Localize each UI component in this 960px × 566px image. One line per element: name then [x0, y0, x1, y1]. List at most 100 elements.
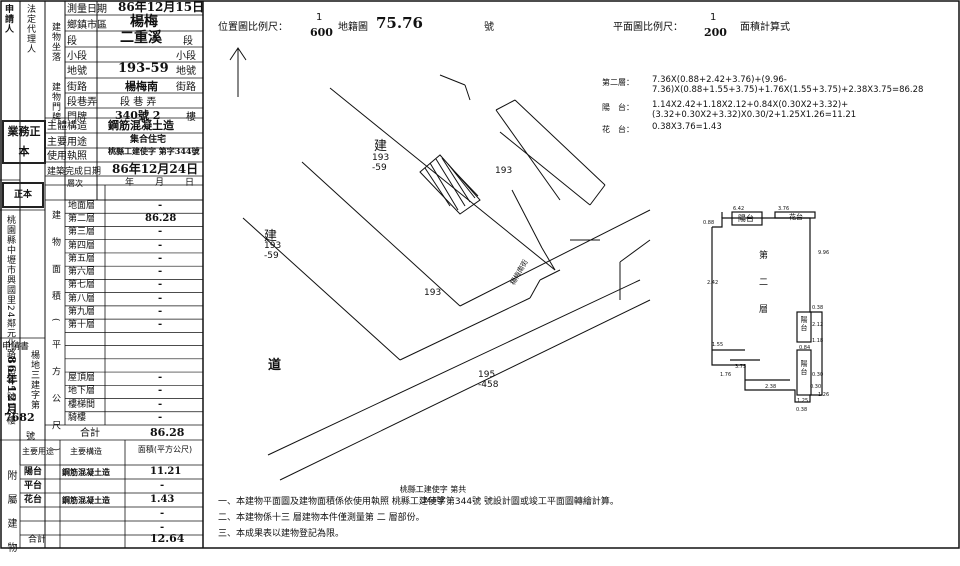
plan-dimension: 0.84: [799, 345, 811, 351]
floor-row-name: 第九層: [68, 306, 96, 317]
map-label-parcel-3: 193 -59: [264, 241, 282, 261]
street-suffix: 街路: [176, 82, 196, 93]
plan-flower: 花台: [789, 213, 803, 221]
calc-label: 陽 台：: [602, 103, 634, 112]
note-line: 二、本建物係十三 層建物本件僅測量第 二 層部份。: [218, 513, 425, 523]
annex-row-area: -: [160, 508, 165, 519]
section-value: 二重溪: [120, 30, 162, 46]
plan-balcony-mid: 陽台: [800, 316, 808, 332]
floor-row-name: 屋頂層: [68, 373, 96, 384]
official-stamp: 業務正本: [2, 120, 46, 164]
application-label: 申請書: [2, 342, 30, 352]
applicant-label: 申請人: [3, 4, 13, 34]
plan-dimension: 1.26: [818, 392, 830, 398]
floor-row-area: -: [158, 372, 163, 384]
section-label: 段: [67, 36, 77, 47]
floor-row-area: -: [158, 279, 163, 291]
floor-row-area: -: [158, 200, 163, 211]
floor-row-name: 樓梯間: [68, 399, 96, 410]
floor-row-area: -: [158, 385, 163, 397]
floor-row-name: 第二層: [68, 214, 96, 225]
floor-row-area: -: [158, 252, 163, 264]
area-calc-label: 面積計算式: [740, 22, 790, 33]
annex-row-use: 花台: [24, 495, 43, 505]
map-label-road: 道: [268, 358, 282, 373]
survey-date-value: 86年12月15日: [118, 0, 205, 14]
calc-formula: 7.36X(0.88+2.42+3.76)+(9.96-7.36)X(0.88+…: [652, 75, 924, 95]
annex-row-structure: 鋼筋混凝土造: [62, 467, 110, 477]
annex-row-area: 11.21: [150, 466, 182, 477]
plan-balcony-top: 陽台: [738, 214, 754, 223]
floor-row-name: 第六層: [68, 267, 96, 278]
map-label-building-1: 建: [374, 139, 388, 154]
number-suffix: 樓: [186, 112, 196, 123]
floor-row-area: -: [158, 292, 163, 304]
form-grid: [0, 0, 960, 549]
map-label-building-2: 建: [264, 229, 278, 244]
annex-use-header: 主要用途: [22, 447, 54, 456]
permit-label: 使用執照: [47, 151, 87, 162]
floor-row-area: -: [158, 319, 163, 331]
floor-header-month: 月: [155, 178, 165, 188]
floor-row-area: 86.28: [145, 213, 177, 225]
plan-dimension: 1.25: [797, 398, 809, 404]
calc-formula: 0.38X3.76=1.43: [652, 122, 722, 132]
plan-scale-den: 200: [704, 26, 727, 39]
location-scale-den: 600: [310, 26, 333, 39]
street-value: 楊梅南: [125, 80, 158, 93]
plan-dimension: 2.42: [707, 280, 719, 286]
plan-dimension: 3.75: [735, 364, 747, 370]
plan-scale-num: 1: [710, 12, 717, 23]
annex-row-use: 陽台: [24, 467, 43, 477]
lot-label: 地號: [67, 66, 87, 77]
note-line: 一、本建物平面圖及建物面積係依使用執照 桃縣工建使字第344號 號設計圖或竣工平…: [218, 497, 619, 507]
floor-header-year: 年: [125, 178, 135, 188]
cadastral-number: 75.76: [376, 14, 423, 32]
lane-label: 段巷弄: [67, 97, 97, 108]
structure-label: 主體構造: [47, 121, 87, 132]
calc-label: 花 台：: [602, 125, 634, 134]
annex-struct-header: 主要構造: [70, 447, 102, 456]
completion-label: 建築完成日期: [47, 167, 102, 177]
subsection-label: 小段: [67, 51, 87, 62]
floor-row-area: -: [158, 239, 163, 251]
structure-value: 鋼筋混凝土造: [108, 119, 174, 132]
subsection-suffix: 小段: [176, 51, 196, 62]
owner-label: 法定代理人: [25, 4, 35, 54]
floor-row-area: -: [158, 305, 163, 317]
survey-date-label: 測量日期: [67, 4, 107, 15]
floor-row-name: 第五層: [68, 253, 96, 264]
floor-header: 層次: [67, 179, 83, 188]
floor-row-name: 第七層: [68, 280, 96, 291]
annex-row-area: -: [160, 522, 165, 533]
application-series: 楊地三建字第: [29, 350, 39, 410]
floor-row-name: 第三層: [68, 227, 96, 238]
application-number-suffix: 號: [26, 432, 36, 442]
plan-dimension: 0.38: [812, 305, 824, 311]
floor-row-area: -: [158, 411, 163, 423]
annex-area-header: 面積(平方公尺): [137, 445, 193, 454]
calc-formula: 1.14X2.42+1.18X2.12+0.84X(0.30X2+3.32)+(…: [652, 100, 857, 120]
location-label: 建物坐落: [50, 22, 60, 62]
annex-total-label: 合計: [28, 535, 47, 545]
plan-dimension: 0.38: [796, 407, 808, 413]
floor-row-area: -: [158, 398, 163, 410]
lane-suffix: 段 巷 弄: [120, 97, 157, 108]
cadastral-suffix: 號: [484, 22, 494, 33]
plan-dimension: 1.18: [812, 338, 824, 344]
application-number: 7682: [4, 411, 35, 424]
original-stamp: 正本: [2, 182, 44, 208]
plan-scale-label: 平面圖比例尺：: [613, 22, 683, 33]
applicant-address: 桃園縣中壢市興國里24鄰元化路二段45號12樓: [5, 215, 15, 426]
plan-dimension: 0.30: [810, 384, 822, 390]
completion-value: 86年12月24日: [112, 162, 199, 176]
map-label-parcel-1: 193 -59: [372, 153, 390, 173]
permit-value: 桃縣工建使字 第字344號: [108, 146, 200, 156]
main-use-label: 主要用途: [47, 137, 87, 148]
floor-header-day: 日: [185, 178, 195, 188]
district-value: 楊梅: [130, 14, 158, 30]
district-label: 鄉鎮市區: [67, 20, 107, 31]
plan-dimension: 1.76: [720, 372, 732, 378]
floor-row-area: -: [158, 226, 163, 238]
